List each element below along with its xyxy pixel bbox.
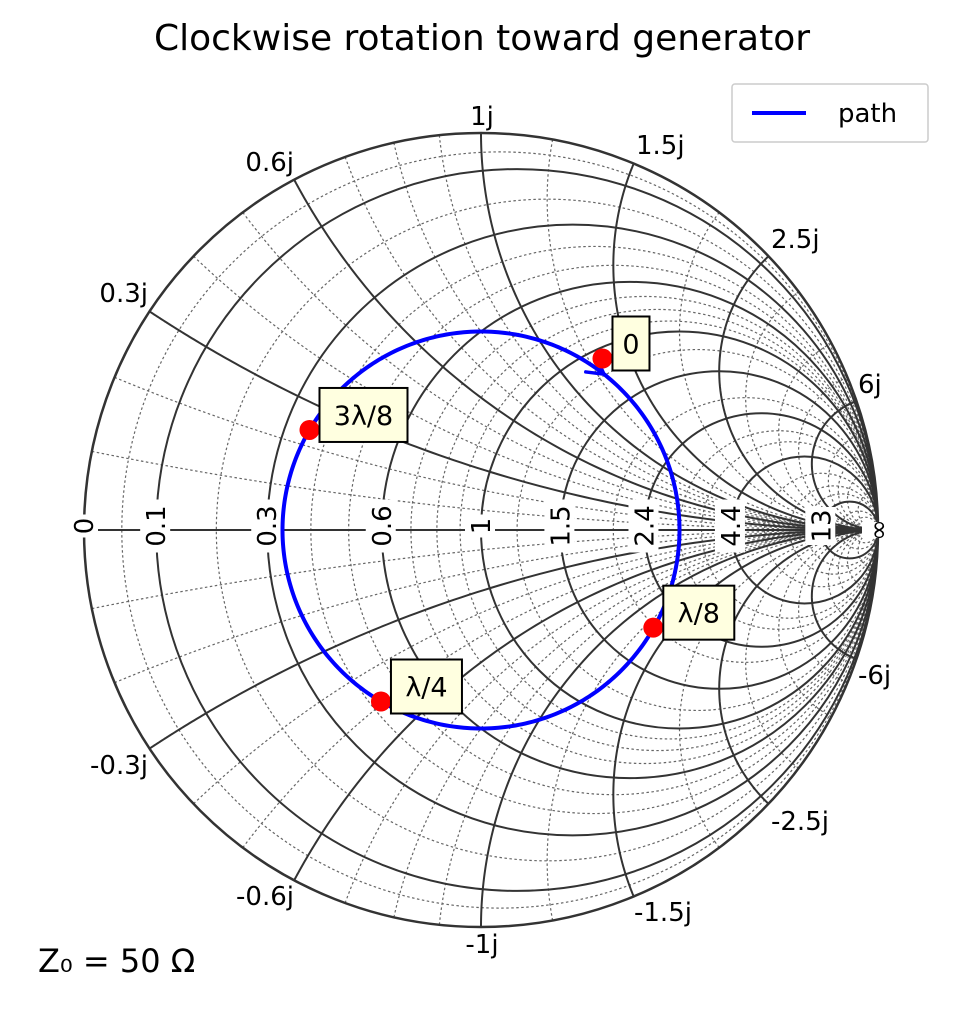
real-tick-0.6: 0.6 (365, 499, 398, 553)
imag-tick--6j: -6j (858, 661, 891, 691)
imag-tick--1.5j: -1.5j (634, 898, 692, 928)
real-tick-label: 0.1 (142, 505, 172, 546)
real-tick-13: 13 (805, 507, 837, 545)
real-tick-4.4: 4.4 (714, 499, 747, 553)
legend-box (731, 83, 929, 143)
chart-title: Clockwise rotation toward generator (154, 18, 810, 59)
imag-tick--0.6j: -0.6j (236, 882, 294, 912)
point-label-box (389, 658, 463, 715)
point-label: λ/4 (405, 673, 447, 704)
point-marker (643, 617, 664, 638)
imag-tick-1.5j: 1.5j (636, 131, 685, 161)
real-tick-label: 1.5 (546, 505, 576, 546)
real-tick-2.4: 2.4 (628, 499, 660, 553)
real-tick-1: 1 (465, 514, 497, 538)
point-label: λ/8 (678, 599, 720, 630)
point-label-box (611, 315, 651, 372)
real-tick-label: 0.3 (253, 505, 283, 546)
point-label-box (662, 584, 736, 641)
reactance-arc (612, 529, 878, 897)
real-tick-label: 13 (807, 509, 837, 542)
point-marker (299, 419, 320, 440)
real-tick-bg (140, 499, 171, 553)
point-marker (592, 348, 613, 369)
real-tick-bg (862, 522, 892, 538)
real-tick-bg (365, 499, 396, 553)
real-tick-∞: ∞ (862, 519, 894, 541)
real-tick-0.3: 0.3 (251, 499, 283, 553)
real-tick-bg (628, 499, 659, 553)
imag-tick--0.3j: -0.3j (90, 751, 148, 781)
real-tick-bg (68, 514, 98, 538)
real-tick-label: 1 (467, 518, 497, 535)
point-label: 0 (622, 329, 639, 360)
minor-reactance-arc (114, 529, 878, 684)
rotation-points: 0 λ/8 λ/4 3λ/8 (299, 315, 736, 715)
imag-tick-0.3j: 0.3j (99, 279, 148, 309)
imag-tick-labels: 0.3j 0.6j 1j 1.5j 2.5j 6j -0.3j -0.6j -1j -1.5j -2… (90, 102, 891, 960)
real-tick-0.1: 0.1 (140, 499, 172, 553)
reactance-arc (612, 163, 878, 531)
minor-resistance-circle (805, 493, 878, 567)
real-tick-label: 0 (70, 518, 100, 535)
real-tick-0: 0 (68, 514, 100, 538)
point-marker (370, 691, 391, 712)
real-tick-1.5: 1.5 (544, 499, 576, 553)
point-label-box (318, 386, 409, 443)
imag-tick-1j: 1j (470, 102, 494, 132)
real-tick-label: 2.4 (630, 505, 660, 546)
imag-tick-6j: 6j (858, 370, 882, 400)
series-path-line (280, 329, 682, 731)
real-tick-bg (465, 514, 495, 538)
z0-annotation: Z₀ = 50 Ω (38, 942, 195, 980)
real-tick-bg (714, 499, 745, 553)
point-label: 3λ/8 (334, 401, 393, 432)
real-tick-label: 0.6 (368, 505, 398, 546)
real-tick-bg (251, 499, 282, 553)
imag-tick--1j: -1j (465, 930, 498, 960)
real-tick-bg (805, 507, 836, 545)
imag-tick-2.5j: 2.5j (771, 225, 820, 255)
real-tick-bg (544, 499, 575, 553)
imag-tick-0.6j: 0.6j (245, 148, 294, 178)
minor-reactance-arc (114, 376, 878, 531)
legend: path (731, 83, 929, 143)
minor-resistance-circle (436, 308, 878, 752)
imag-tick--2.5j: -2.5j (771, 807, 829, 837)
real-tick-label: 4.4 (717, 505, 747, 546)
minor-resistance-circle (410, 295, 878, 765)
real-tick-label: ∞ (864, 519, 894, 541)
real-axis-tick-labels: 0 0.1 0.3 0.6 1 1.5 2.4 4.4 13 ∞ (68, 499, 894, 553)
legend-label-path: path (838, 99, 897, 129)
